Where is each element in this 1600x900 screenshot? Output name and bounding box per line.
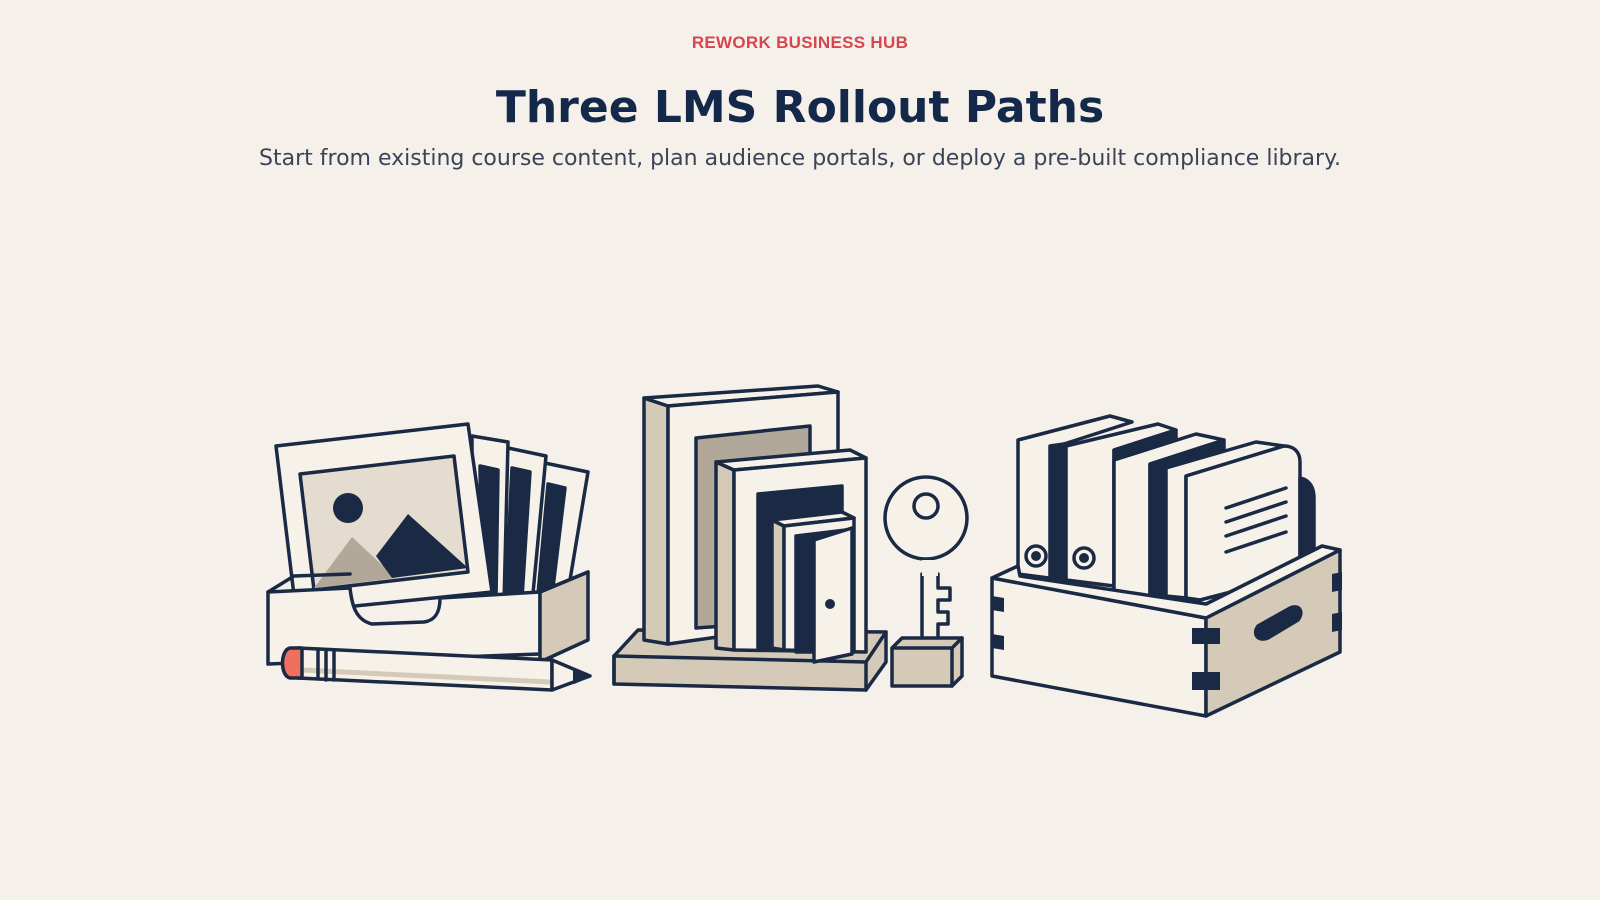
- nested-doorways-with-key-icon: [612, 384, 969, 692]
- key-icon: [883, 475, 969, 642]
- photo-tray-with-pencil-icon: [266, 422, 592, 692]
- binders-in-crate-icon: [990, 414, 1342, 718]
- brand-eyebrow: REWORK BUSINESS HUB: [691, 33, 909, 52]
- page-title: Three LMS Rollout Paths: [495, 82, 1105, 133]
- page-subtitle: Start from existing course content, plan…: [259, 146, 1341, 171]
